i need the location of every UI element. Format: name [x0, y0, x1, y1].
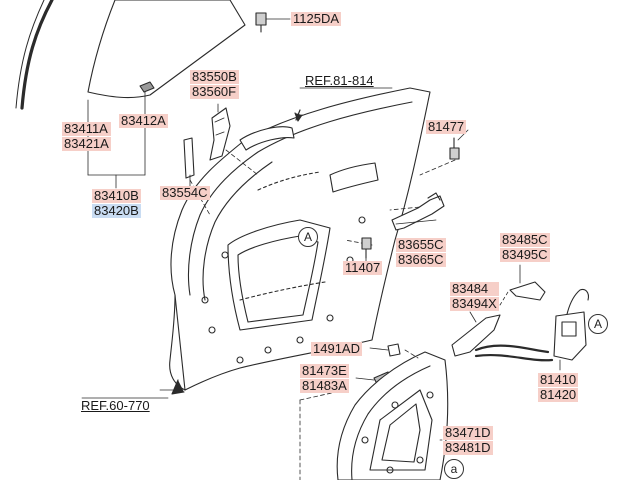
label-83471d: 83471D 83481D — [443, 426, 493, 456]
label-83412a: 83412A — [119, 114, 168, 129]
label-1125da: 1125DA — [291, 11, 342, 27]
label-83484-line2: 83494X — [450, 296, 499, 311]
inside-handle-83485c — [509, 281, 546, 301]
label-ref-81-814-text: REF.81-814 — [305, 73, 374, 88]
label-83655c-line1: 83655C — [396, 237, 446, 252]
label-83550b: 83550B 83560F — [190, 70, 239, 100]
label-83550b-line1: 83550B — [190, 69, 239, 84]
label-83550b-line2: 83560F — [190, 85, 239, 99]
glass-clip — [139, 81, 155, 93]
callout-a-small: a — [444, 459, 464, 479]
label-83484-line1: 83484 — [450, 282, 499, 296]
label-83420b: 83420B — [92, 204, 141, 219]
label-1491ad: 1491AD — [311, 342, 362, 357]
label-81473e: 81473E 81483A — [300, 364, 349, 394]
label-81473e-line2: 81483A — [300, 378, 349, 393]
label-81473e-line1: 81473E — [300, 363, 349, 378]
label-83484: 83484 83494X — [450, 282, 499, 312]
callout-a-latch: A — [588, 314, 608, 334]
door-glass — [87, 0, 246, 99]
bolt-11407 — [361, 237, 372, 259]
strip-83554c — [183, 137, 195, 179]
label-83485c-line1: 83485C — [500, 232, 550, 247]
label-ref-81-814: REF.81-814 — [304, 74, 375, 89]
handle-holder-83655c — [391, 195, 445, 231]
label-83420b-line1: 83420B — [92, 203, 141, 218]
glass-run-channel — [20, 0, 54, 110]
label-83411a: 83411A 83421A — [62, 122, 111, 152]
label-83471d-line1: 83471D — [443, 425, 493, 440]
label-83655c: 83655C 83665C — [396, 238, 446, 268]
label-83485c: 83485C 83495C — [500, 233, 550, 263]
label-83411a-line1: 83411A — [62, 122, 111, 136]
bolt-81477 — [449, 137, 460, 160]
label-ref-60-770-text: REF.60-770 — [81, 398, 150, 413]
label-83554c-line1: 83554C — [160, 185, 210, 200]
label-83411a-line2: 83421A — [62, 136, 111, 151]
label-83655c-line2: 83665C — [396, 252, 446, 267]
label-11407: 11407 — [343, 260, 383, 276]
label-81410-line2: 81420 — [538, 387, 579, 402]
label-83471d-line2: 83481D — [443, 440, 493, 455]
label-83410b-line1: 83410B — [92, 188, 141, 203]
label-1125da-line1: 1125DA — [291, 11, 342, 26]
inside-handle-83484 — [451, 314, 501, 357]
label-83485c-line2: 83495C — [500, 247, 550, 262]
clip-1491ad — [387, 343, 401, 357]
label-83554c: 83554C — [160, 186, 210, 201]
label-83412a-line1: 83412A — [119, 113, 168, 128]
label-81477-line1: 81477 — [426, 119, 467, 134]
label-81410: 81410 81420 — [538, 372, 579, 403]
bolt-1125da — [255, 12, 267, 33]
label-11407-line1: 11407 — [343, 260, 383, 275]
callout-a-door: A — [298, 227, 318, 247]
label-81477: 81477 — [426, 119, 467, 135]
outside-handle — [239, 126, 295, 151]
bracket-83550b — [209, 107, 231, 161]
label-83410b: 83410B — [92, 189, 141, 204]
latch-cable — [474, 344, 550, 354]
label-ref-60-770: REF.60-770 — [80, 399, 151, 414]
label-81410-line1: 81410 — [538, 372, 579, 387]
label-1491ad-line1: 1491AD — [311, 341, 362, 356]
